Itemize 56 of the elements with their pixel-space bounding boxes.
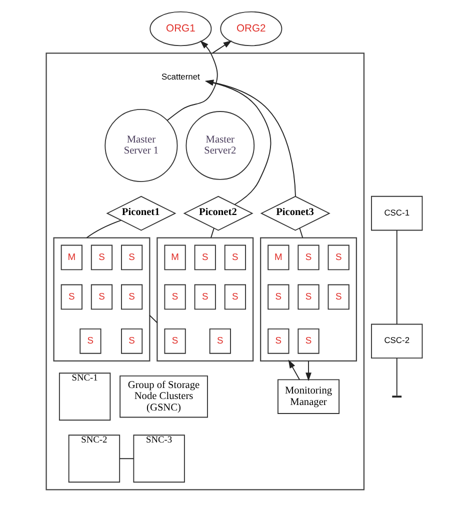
node-box: S [328,284,350,310]
connector [86,220,122,238]
node-box: Group of Storage Node Clusters (GSNC) [120,375,208,418]
arrow [212,40,232,54]
node-box: S [224,284,246,310]
node-circle: Master Server 1 [104,108,178,182]
node-text: Scatternet [161,72,200,82]
node-box: S [121,328,143,354]
connector [299,228,304,238]
node-box: S [60,284,82,310]
arrow [205,80,296,197]
node-circle: Master Server2 [186,111,255,180]
node-box: SNC-3 [133,434,185,483]
connector [119,458,134,460]
cluster [46,52,365,490]
node-box: M [60,244,82,270]
node-box: S [194,284,216,310]
node-diamond: Piconet1 [106,196,176,231]
node-box: S [268,284,290,310]
cluster [260,237,357,362]
node-diamond: Piconet3 [260,196,330,231]
node-box: S [121,284,143,310]
arrow [166,40,218,121]
node-box: S [298,328,320,354]
node-box: S [80,328,102,354]
node-ellipse: ORG1 [150,11,212,46]
arrow [306,360,312,382]
node-box: Monitoring Manager [278,379,340,414]
cluster [156,237,254,362]
node-diamond: Piconet2 [183,196,254,231]
arrow [205,80,272,205]
node-box: S [194,244,216,270]
node-box: M [164,244,186,270]
cluster [53,237,150,362]
node-box: M [268,244,290,270]
connector [396,230,398,325]
node-box: CSC-2 [371,324,423,359]
node-box: S [164,328,186,354]
connector [396,358,398,396]
node-box: S [298,244,320,270]
node-box: S [90,244,113,270]
node-box: SNC-1 [58,372,111,421]
connector [149,314,158,324]
node-box: SNC-2 [68,434,120,483]
node-box: CSC-1 [371,196,423,231]
node-box: S [268,328,290,354]
arrow [288,360,300,380]
node-ellipse: ORG2 [220,11,282,46]
node-box: S [209,328,231,354]
node-box: S [298,284,320,310]
node-box: S [328,244,350,270]
node-box: S [121,244,143,270]
node-box: S [164,284,186,310]
connector [210,228,214,238]
node-box: S [224,244,246,270]
node-box: S [90,284,113,310]
